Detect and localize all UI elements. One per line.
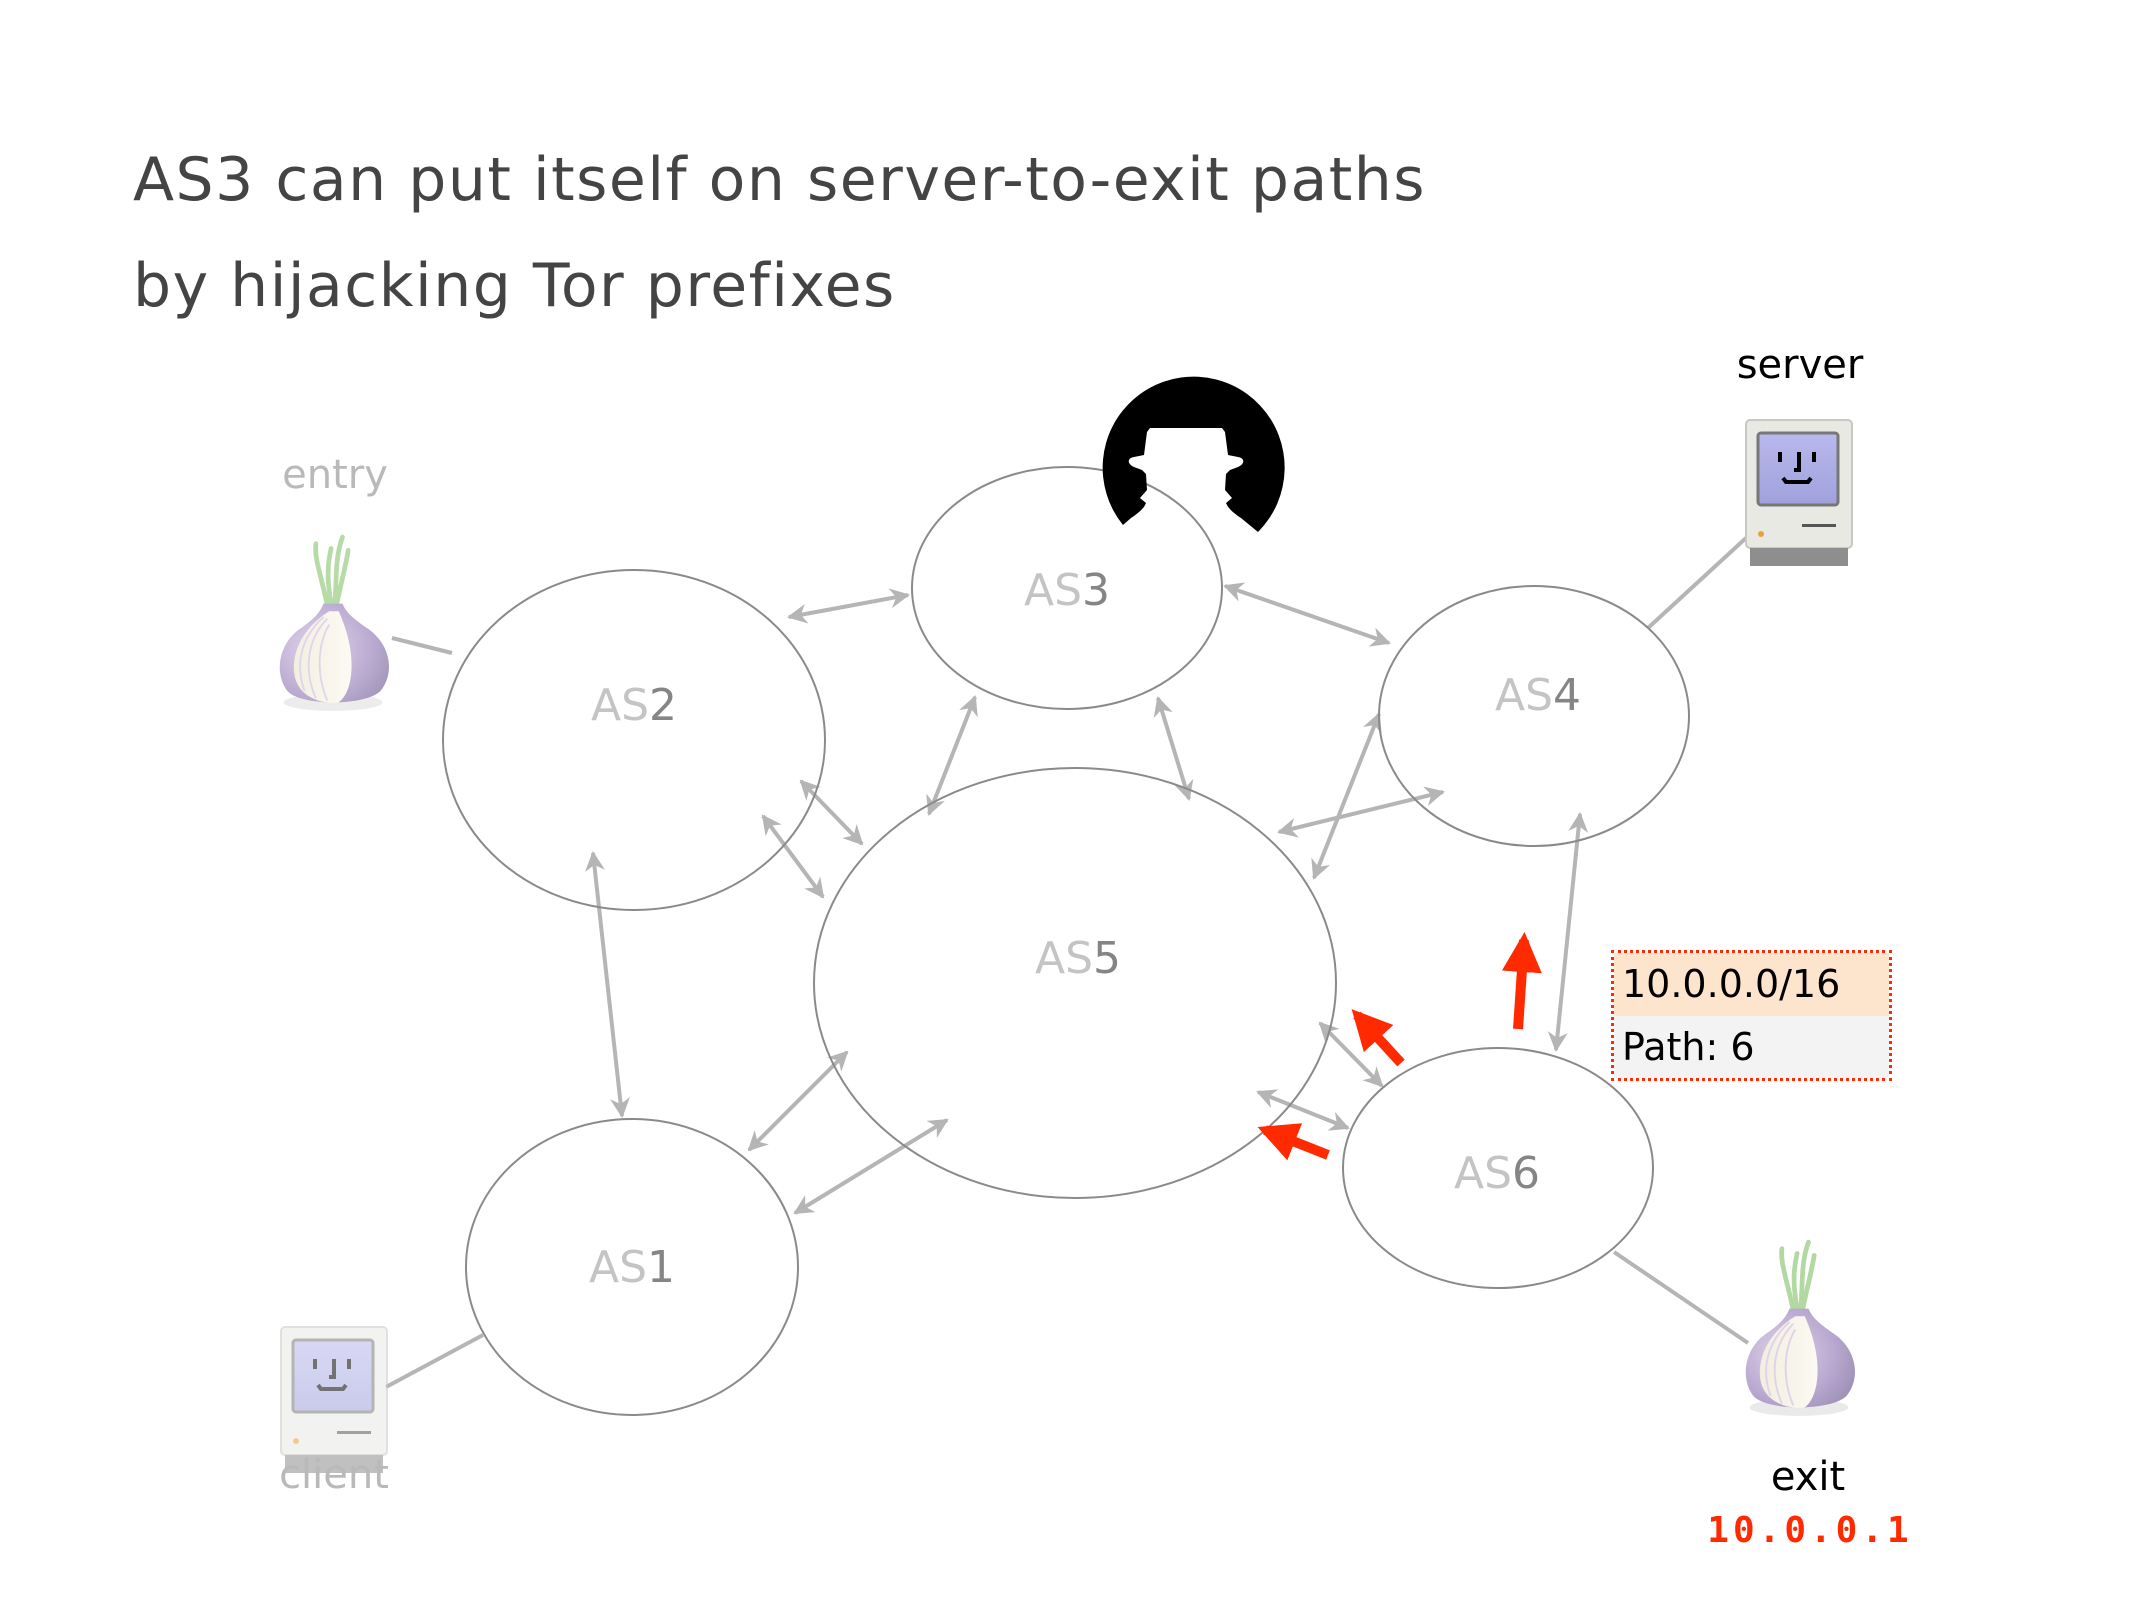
as-node-as3[interactable]: AS3: [911, 466, 1223, 710]
as4-label: AS4: [1495, 670, 1581, 721]
link-as4-as5-a: [1277, 786, 1445, 838]
exit-label: exit: [1770, 1454, 1846, 1500]
slide-title-line-1: AS3 can put itself on server-to-exit pat…: [133, 145, 1427, 215]
as-node-as5[interactable]: AS5: [813, 767, 1337, 1199]
as6-ellipse: [1342, 1047, 1654, 1289]
hacker-silhouette-icon: [1102, 376, 1285, 532]
as5-ellipse: [813, 767, 1337, 1199]
entry-tor-onion-icon: [280, 537, 389, 711]
bgp-announcement-box: 10.0.0.0/16 Path: 6: [1611, 950, 1892, 1081]
exit-ip-address: 10.0.0.1: [1707, 1510, 1913, 1551]
exit-tor-onion-icon: [1746, 1242, 1855, 1416]
link-as3-as5-a: [926, 695, 978, 816]
as-node-as1[interactable]: AS1: [465, 1118, 799, 1416]
link-as2-as5-a: [799, 779, 864, 846]
link-as5-as6-a: [1318, 1021, 1384, 1088]
as5-label: AS5: [1035, 933, 1121, 984]
link-as1-as5-b: [793, 1118, 949, 1215]
as6-label: AS6: [1454, 1148, 1540, 1199]
link-as2-as5-b: [761, 814, 825, 899]
announced-prefix: 10.0.0.0/16: [1614, 953, 1889, 1016]
link-as3-as4: [1223, 582, 1391, 647]
entry-as2-link: [391, 636, 453, 655]
link-as5-as6-b: [1256, 1089, 1350, 1131]
as-node-as2[interactable]: AS2: [442, 569, 826, 911]
entry-label: entry: [282, 452, 388, 498]
link-as2-as1: [585, 851, 630, 1118]
slide-title-line-2: by hijacking Tor prefixes: [133, 251, 896, 321]
link-as1-as5-a: [747, 1050, 849, 1152]
link-as2-as3: [787, 588, 910, 624]
as4-server-link: [1646, 536, 1748, 630]
as6-exit-link: [1612, 1250, 1750, 1345]
hijack-arrow-to-as4: [1501, 932, 1542, 1030]
link-as4-as5-b: [1311, 712, 1382, 880]
link-as3-as5-b: [1153, 696, 1194, 801]
as2-label: AS2: [591, 680, 677, 731]
client-label: client: [279, 1452, 389, 1498]
as-node-as4[interactable]: AS4: [1378, 585, 1690, 847]
as3-ellipse: [911, 466, 1223, 710]
hijack-arrow-to-as5-lower: [1257, 1123, 1330, 1161]
server-mac-computer-icon: [1744, 418, 1854, 568]
link-as4-as6: [1547, 812, 1589, 1052]
hijack-arrow-to-as5-upper: [1351, 1009, 1405, 1067]
as-path: Path: 6: [1614, 1015, 1889, 1078]
as2-ellipse: [442, 569, 826, 911]
client-as1-link: [385, 1333, 484, 1389]
as1-label: AS1: [589, 1242, 675, 1293]
as1-ellipse: [465, 1118, 799, 1416]
as3-label: AS3: [1024, 565, 1110, 616]
server-label: server: [1736, 342, 1864, 388]
as-node-as6[interactable]: AS6: [1342, 1047, 1654, 1289]
as4-ellipse: [1378, 585, 1690, 847]
